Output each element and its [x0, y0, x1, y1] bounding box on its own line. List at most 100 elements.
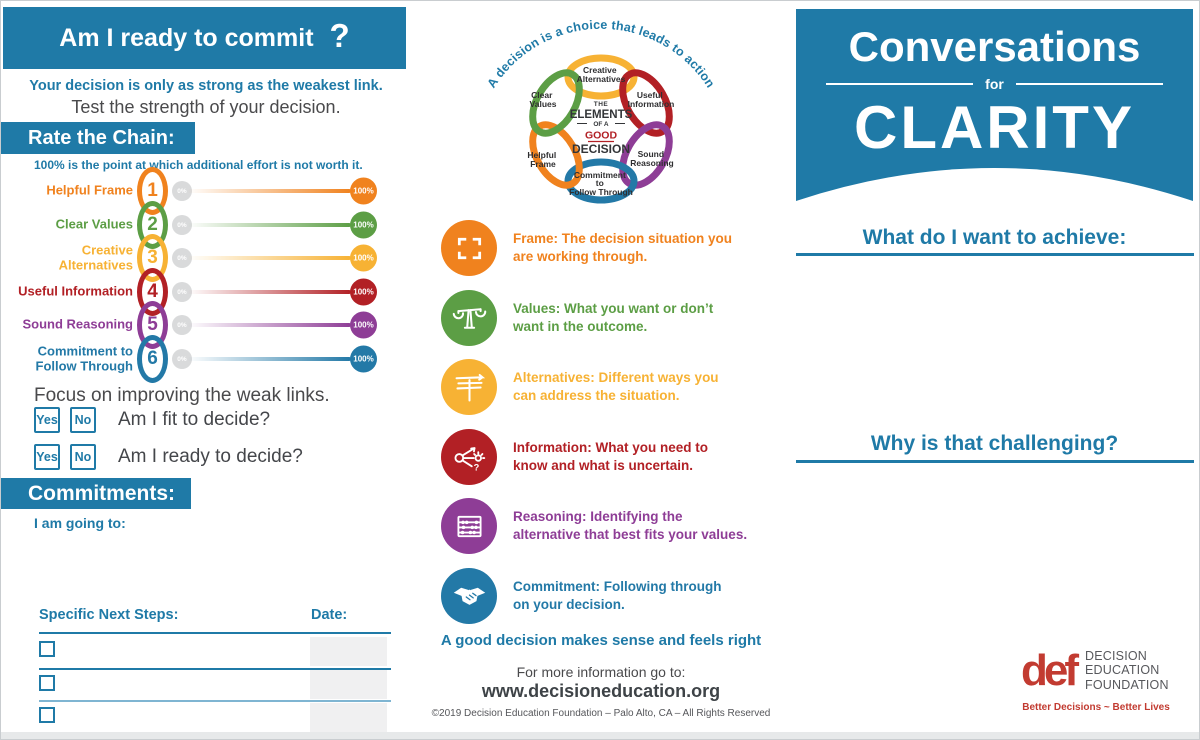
- scale-icon: [441, 290, 497, 346]
- website-link[interactable]: www.decisioneducation.org: [481, 681, 721, 701]
- test-strength-note: Test the strength of your decision.: [71, 97, 341, 117]
- ring-label-commitment: Commitment to Follow Through: [569, 170, 633, 197]
- page-edge-strip: [1, 732, 1199, 739]
- yes-checkbox[interactable]: Yes: [34, 407, 60, 433]
- diagram-center-text: THE ELEMENTS OF A GOOD DECISION: [570, 101, 633, 156]
- more-info-label: For more information go to:: [516, 664, 686, 680]
- step-checkbox[interactable]: [39, 707, 55, 723]
- ring-label-useful: Useful Information: [628, 90, 675, 109]
- chain-link-number: 6: [137, 335, 168, 383]
- center-tagline: A good decision makes sense and feels ri…: [440, 632, 762, 649]
- conversations-title: Conversations: [848, 23, 1141, 70]
- no-checkbox[interactable]: No: [70, 407, 96, 433]
- slider-track: [187, 223, 351, 227]
- divider: [796, 253, 1194, 256]
- signpost-icon: [441, 359, 497, 415]
- step-checkbox[interactable]: [39, 641, 55, 657]
- question-mark: ?: [329, 17, 350, 54]
- def-logo-mark: def: [1021, 645, 1079, 695]
- slider-label: Sound Reasoning: [22, 316, 134, 332]
- ring-label-clear: Clear Values: [530, 90, 557, 109]
- next-steps-header: Specific Next Steps:: [39, 607, 179, 623]
- slider-track: [187, 256, 351, 260]
- svg-text:ELEMENTS: ELEMENTS: [570, 109, 633, 121]
- question-text: Am I fit to decide?: [118, 409, 271, 430]
- slider-track: [187, 357, 351, 361]
- slider-max-badge: 100%: [350, 345, 377, 373]
- chain-ring-clear-values: [529, 69, 583, 137]
- step-checkbox[interactable]: [39, 675, 55, 691]
- slider-knob[interactable]: 0%: [172, 181, 192, 201]
- def-logo-name: DECISION EDUCATION FOUNDATION: [1085, 649, 1169, 692]
- date-field[interactable]: [310, 703, 387, 732]
- slider-knob[interactable]: 0%: [172, 315, 192, 335]
- date-header: Date:: [311, 607, 348, 623]
- def-logo-tagline: Better Decisions ~ Better Lives: [1022, 702, 1170, 713]
- handshake-icon: [441, 568, 497, 624]
- date-field[interactable]: [310, 637, 387, 666]
- ring-label-sound: Sound Reasoning: [630, 149, 673, 168]
- chain-rating-sliders: Helpful Frame 1 0% 100% Clear Values 2 0…: [1, 167, 411, 385]
- divider: [39, 668, 391, 670]
- svg-text:?: ?: [473, 462, 479, 472]
- date-field[interactable]: [310, 670, 387, 699]
- slider-max-badge: 100%: [350, 177, 377, 205]
- slider-label: Clear Values: [55, 216, 133, 232]
- challenging-question: Why is that challenging?: [870, 432, 1119, 455]
- svg-text:THE: THE: [594, 101, 609, 108]
- uncertainty-icon: ?: [441, 429, 497, 485]
- left-panel-title: Am I ready to commit: [59, 23, 314, 52]
- slider-max-badge: 100%: [350, 244, 377, 272]
- fit-to-decide-row: Yes No Am I fit to decide?: [34, 407, 270, 433]
- question-text: Am I ready to decide?: [118, 446, 303, 467]
- slider-knob[interactable]: 0%: [172, 349, 192, 369]
- slider-knob[interactable]: 0%: [172, 248, 192, 268]
- copyright-line: ©2019 Decision Education Foundation – Pa…: [431, 708, 771, 719]
- for-label: for: [985, 76, 1004, 92]
- svg-text:OF A: OF A: [593, 121, 609, 128]
- svg-text:DECISION: DECISION: [572, 142, 630, 156]
- slider-label: Useful Information: [18, 283, 133, 299]
- yes-checkbox[interactable]: Yes: [34, 444, 60, 470]
- slider-max-badge: 100%: [350, 278, 377, 306]
- chain-ring-sound-reasoning: [619, 121, 673, 189]
- no-checkbox[interactable]: No: [70, 444, 96, 470]
- slider-knob[interactable]: 0%: [172, 282, 192, 302]
- focus-note: Focus on improving the weak links.: [34, 385, 330, 406]
- slider-max-badge: 100%: [350, 211, 377, 239]
- divider: [39, 632, 391, 634]
- chain-ring-creative-alternatives: [564, 54, 638, 100]
- slider-knob[interactable]: 0%: [172, 215, 192, 235]
- clarity-title: CLARITY: [854, 94, 1135, 161]
- slider-track: [187, 189, 351, 193]
- divider: [39, 700, 391, 702]
- slider-label: Helpful Frame: [46, 182, 133, 198]
- ready-to-decide-row: Yes No Am I ready to decide?: [34, 444, 303, 470]
- wave-curve: [796, 168, 1193, 201]
- elements-chain-diagram: A decision is a choice that leads to act…: [484, 18, 717, 204]
- abacus-icon: [441, 498, 497, 554]
- def-logo: def DECISION EDUCATION FOUNDATION: [1021, 645, 1169, 695]
- rate-the-chain-header: Rate the Chain:: [1, 122, 195, 154]
- achieve-question: What do I want to achieve:: [862, 226, 1127, 249]
- svg-text:GOOD: GOOD: [585, 130, 618, 142]
- slider-max-badge: 100%: [350, 311, 377, 339]
- divider: [796, 460, 1194, 463]
- left-panel-title-bar: Am I ready to commit ?: [3, 7, 406, 69]
- rate-note: 100% is the point at which additional ef…: [34, 158, 363, 172]
- for-divider: for: [796, 76, 1193, 92]
